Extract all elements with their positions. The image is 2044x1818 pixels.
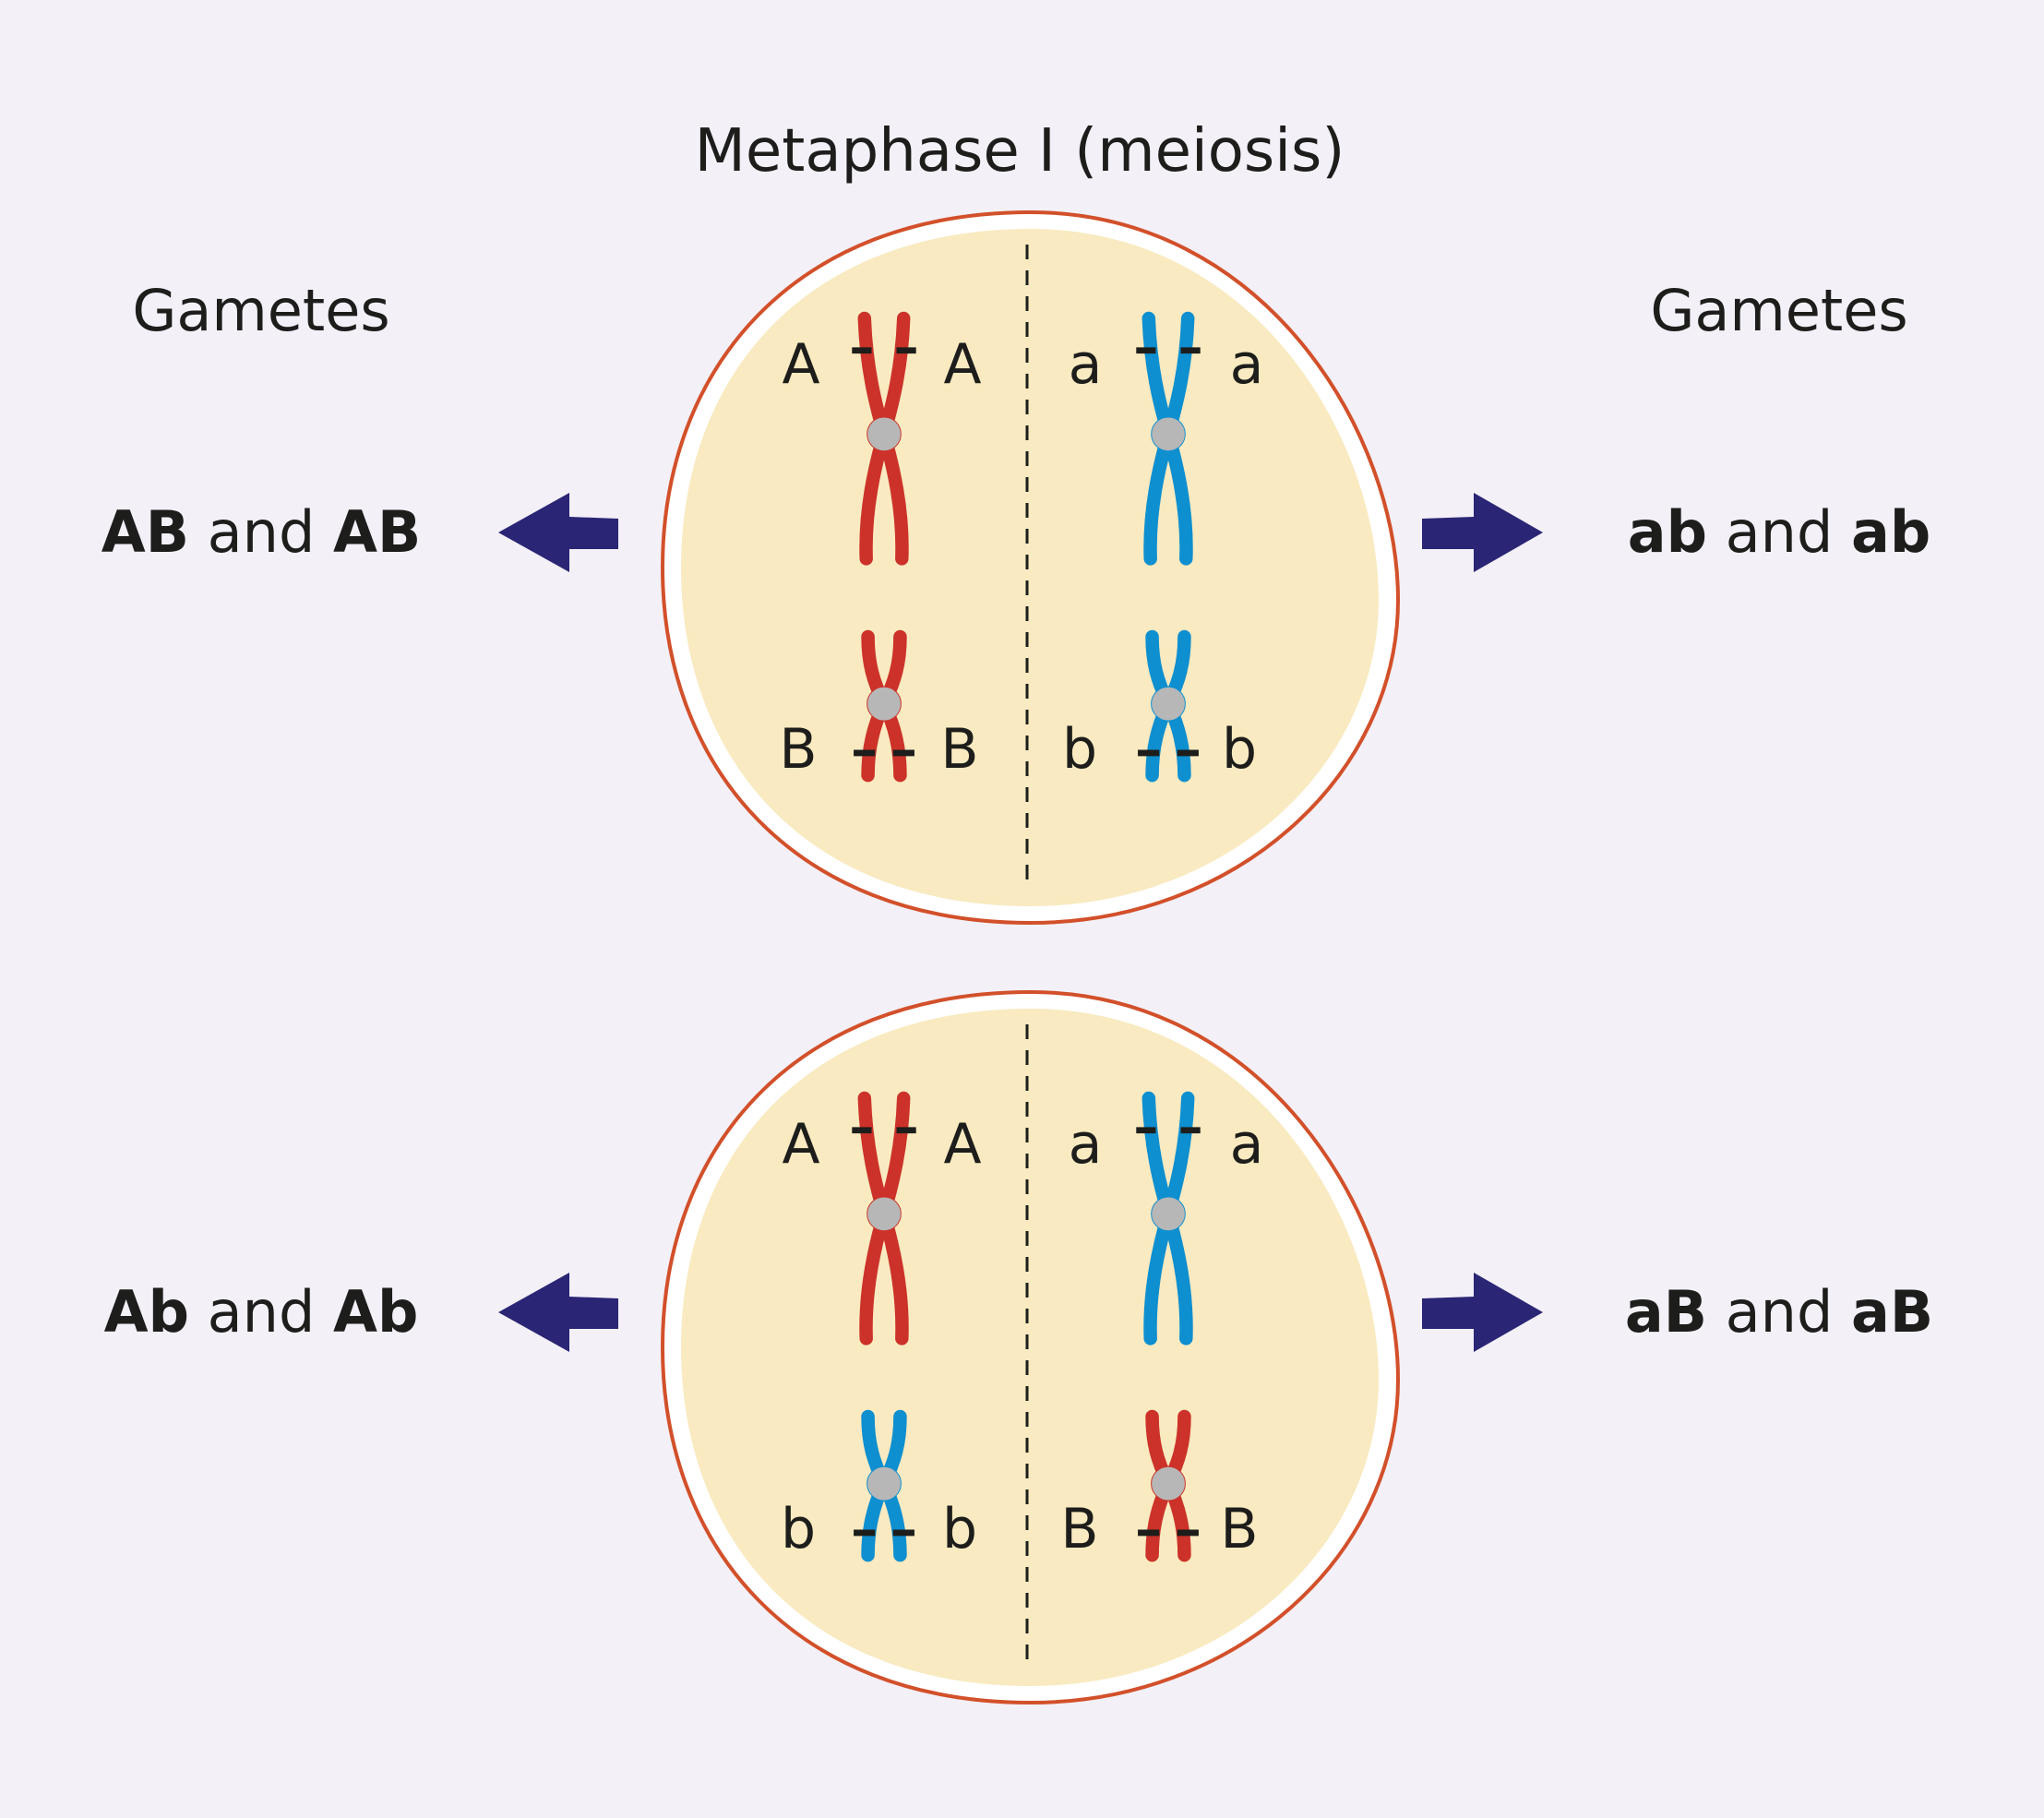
cytoplasm [681, 229, 1379, 906]
and-word: and [1707, 1278, 1851, 1346]
gamete-genotype: Ab [333, 1278, 418, 1346]
allele-label: A [782, 1112, 819, 1177]
allele-label: a [1069, 332, 1103, 397]
cytoplasm [681, 1009, 1379, 1686]
allele-label: A [943, 332, 981, 397]
arrow-left-icon [498, 1273, 618, 1352]
allele-label: b [781, 1497, 816, 1561]
gamete-genotype: aB [1625, 1278, 1707, 1346]
gametes-left-result: Ab and Ab [104, 1278, 419, 1346]
allele-label: a [1069, 1112, 1103, 1177]
allele-label: B [779, 717, 817, 782]
gamete-genotype: ab [1851, 498, 1930, 566]
arrow-right-icon [1422, 493, 1543, 572]
and-word: and [1707, 498, 1851, 566]
allele-label: B [1060, 1497, 1098, 1561]
gamete-genotype: ab [1628, 498, 1707, 566]
allele-label: B [940, 717, 978, 782]
gamete-genotype: AB [102, 498, 189, 566]
gamete-genotype: aB [1851, 1278, 1933, 1346]
allele-label: a [1230, 1112, 1264, 1177]
gamete-genotype: Ab [104, 1278, 189, 1346]
allele-label: A [782, 332, 819, 397]
gametes-right-result: ab and ab [1628, 498, 1931, 566]
gametes-right-heading: Gametes [1650, 277, 1907, 344]
allele-label: B [1220, 1497, 1258, 1561]
and-word: and [189, 498, 333, 566]
diagram-title: Metaphase I (meiosis) [695, 117, 1345, 185]
and-word: and [189, 1278, 333, 1346]
allele-label: b [1062, 717, 1097, 782]
gametes-right-result: aB and aB [1625, 1278, 1933, 1346]
arrow-right-icon [1422, 1273, 1543, 1352]
gamete-genotype: AB [333, 498, 421, 566]
gametes-left-result: AB and AB [102, 498, 422, 566]
allele-label: a [1230, 332, 1264, 397]
allele-label: b [942, 1497, 977, 1561]
allele-label: b [1222, 717, 1257, 782]
arrow-left-icon [498, 493, 618, 572]
gametes-left-heading: Gametes [132, 277, 389, 344]
allele-label: A [943, 1112, 981, 1177]
